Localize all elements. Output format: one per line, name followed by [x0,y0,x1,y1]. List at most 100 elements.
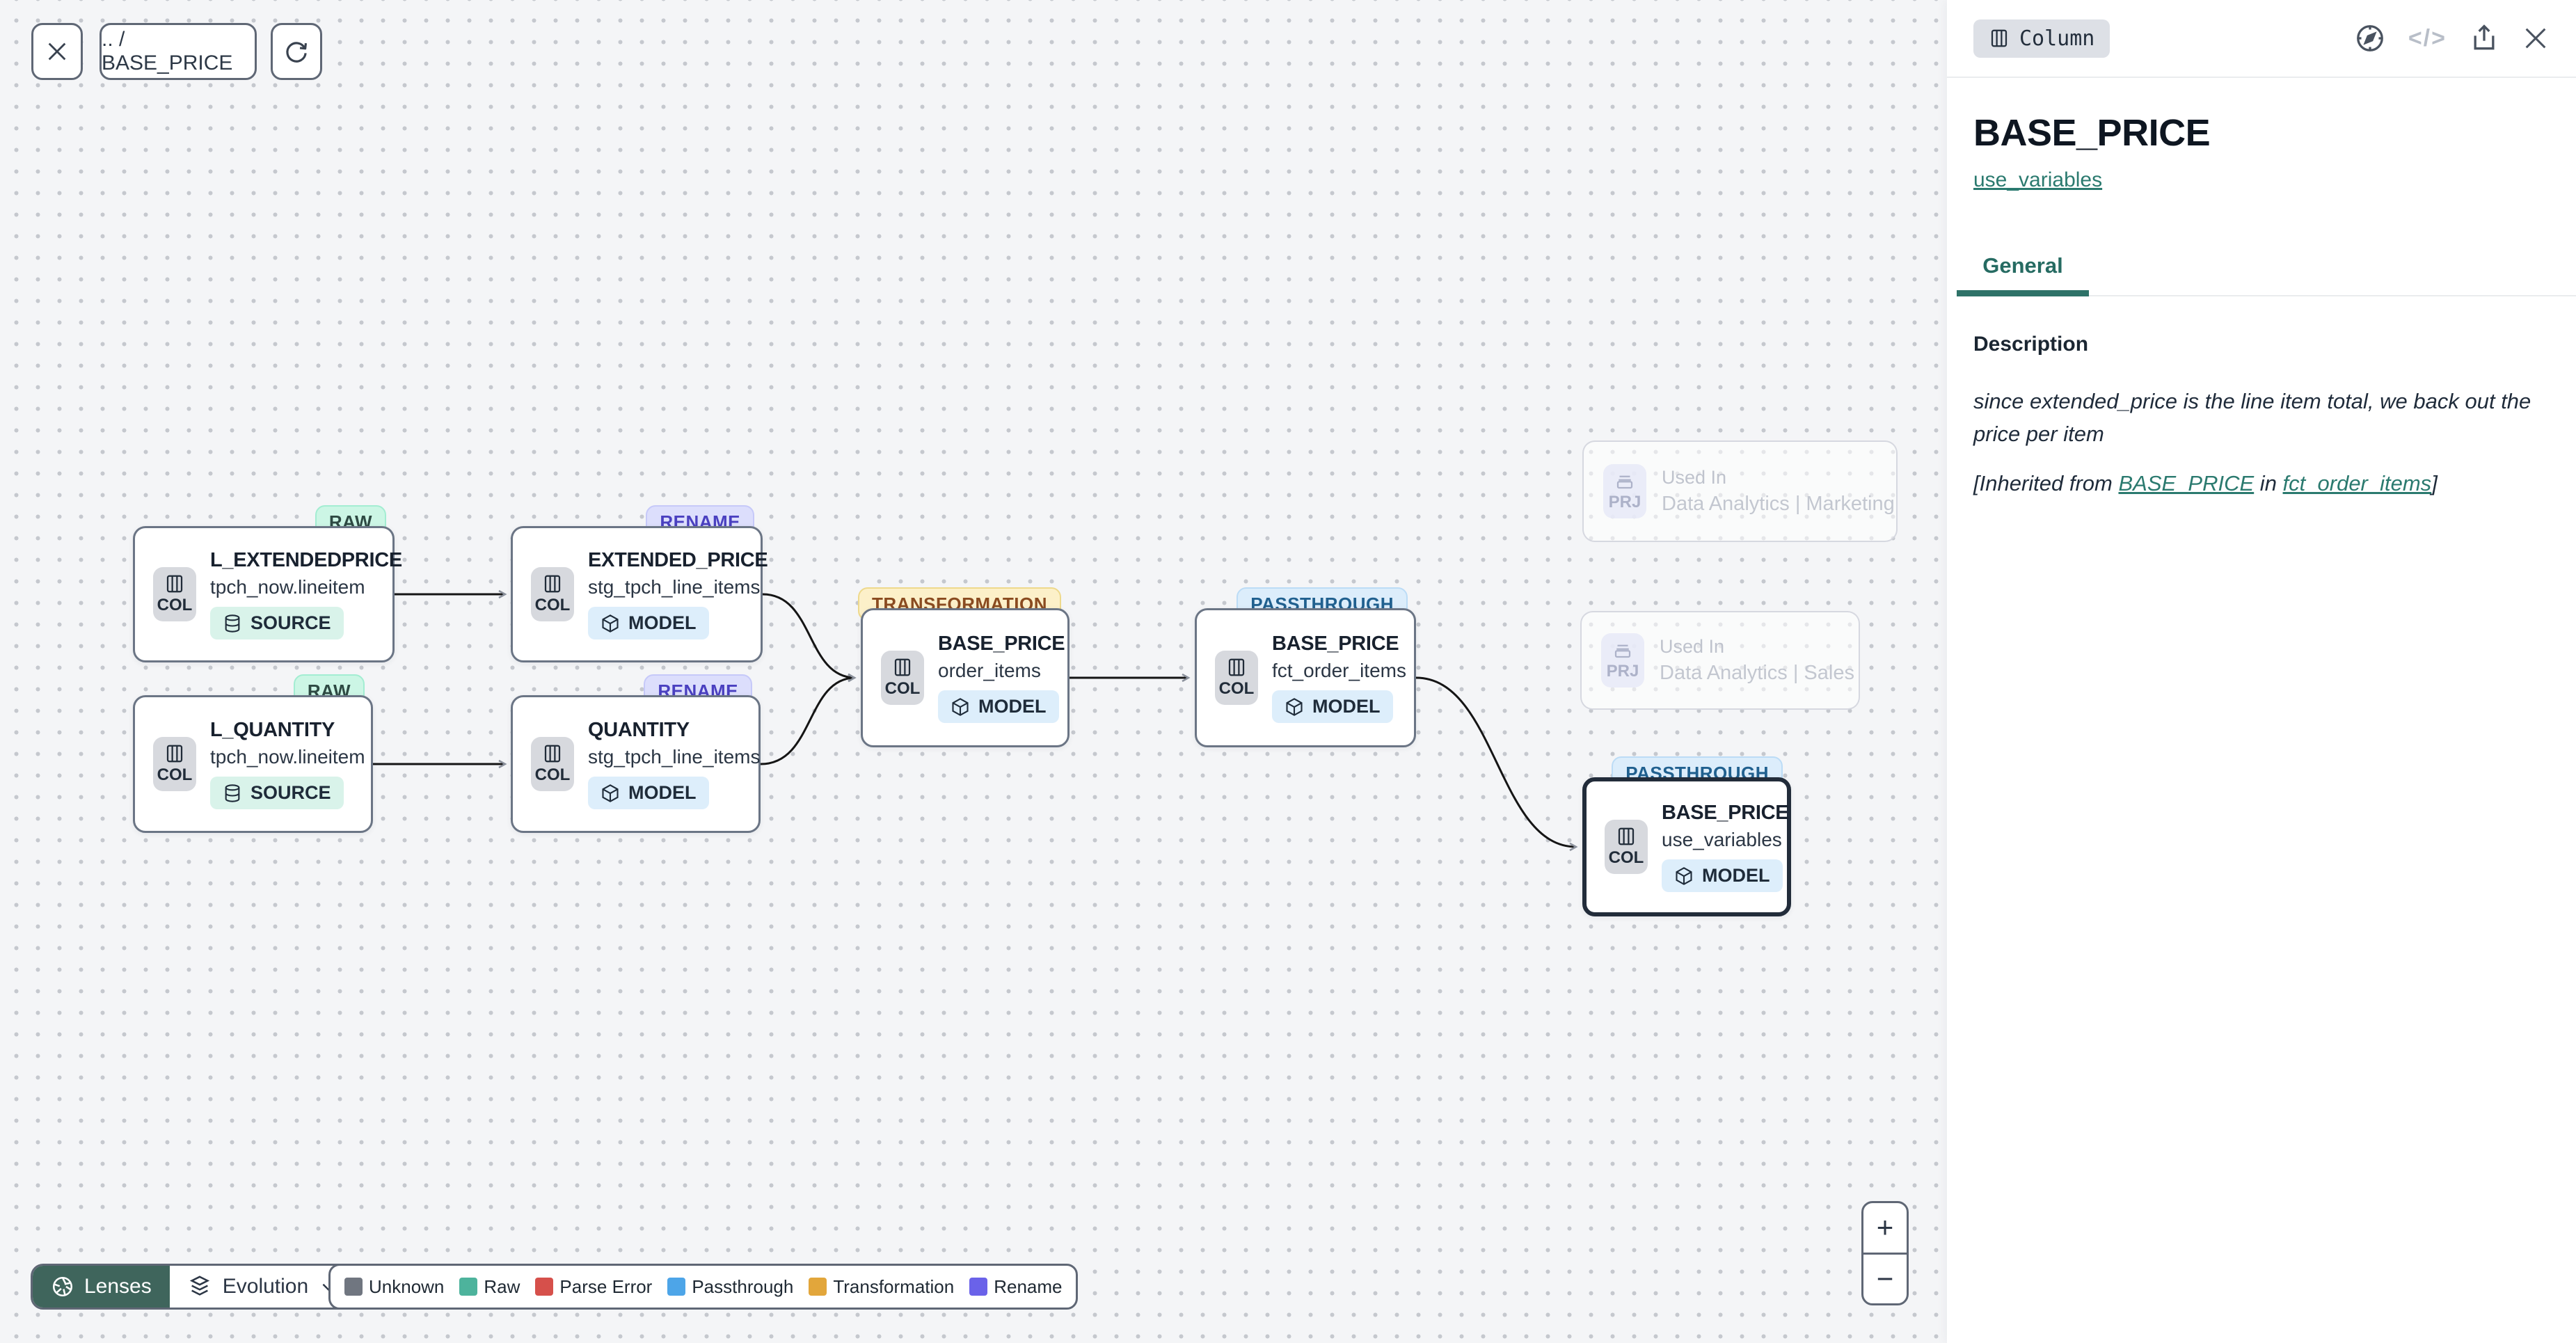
column-icon [166,745,183,763]
legend-swatch [344,1278,363,1296]
node-title: L_EXTENDEDPRICE [210,549,402,571]
description-body: since extended_price is the line item to… [1973,389,2531,446]
close-icon [2525,28,2546,49]
legend-swatch [535,1278,554,1296]
node-base-price-use-variables: PASSTHROUGH COL BASE_PRICE use_variables… [1582,756,1791,916]
column-icon [544,745,561,763]
column-icon [894,658,911,676]
used-in-title: Data Analytics | Marketing [1662,493,1895,515]
database-icon [225,784,240,802]
node-card[interactable]: COL L_EXTENDEDPRICE tpch_now.lineitem SO… [133,526,402,662]
lineage-canvas[interactable]: .. / BASE_PRICE RAW COL L_EXTENDEDPRICE … [0,0,1947,1343]
node-title: EXTENDED_PRICE [588,549,768,571]
column-kind-chip: COL [1215,651,1258,705]
inherited-model-link[interactable]: fct_order_items [2282,471,2432,495]
model-link[interactable]: use_variables [1973,168,2103,191]
entity-type-badge: Column [1973,19,2110,58]
legend-item: Unknown [344,1276,444,1298]
node-base-price-fct-order-items: PASSTHROUGH COL BASE_PRICE fct_order_ite… [1195,587,1416,747]
node-l-extendedprice: RAW COL L_EXTENDEDPRICE tpch_now.lineite… [133,505,402,662]
column-icon [544,575,561,593]
refresh-icon [283,38,310,65]
breadcrumb[interactable]: .. / BASE_PRICE [100,23,257,80]
lens-dropdown[interactable]: Evolution [169,1266,356,1308]
detail-panel: Column </> BASE_PRICE use_variables Gene… [1947,0,2576,1343]
column-icon [166,575,183,593]
column-icon [1228,658,1245,676]
used-in-title: Data Analytics | Sales [1660,662,1854,684]
compass-icon [2356,25,2383,51]
lenses-label: Lenses [84,1275,152,1298]
project-icon [1614,644,1631,658]
project-kind-chip: PRJ [1601,633,1644,688]
column-kind-chip: COL [1605,820,1648,874]
model-chip: MODEL [1272,690,1393,723]
share-icon [2474,24,2495,50]
cube-icon [952,697,969,716]
node-quantity: RENAME COL QUANTITY stg_tpch_line_items … [511,674,761,833]
tab-general[interactable]: General [1957,253,2089,296]
column-kind-chip: COL [531,737,574,791]
model-chip: MODEL [588,777,709,809]
column-kind-chip: COL [153,567,196,621]
lenses-button[interactable]: Lenses [33,1266,170,1308]
zoom-out-button[interactable]: − [1876,1262,1894,1295]
column-kind-chip: COL [153,737,196,791]
lens-legend: Unknown Raw Parse Error Passthrough Tran… [328,1264,1079,1310]
cube-icon [1676,866,1692,885]
inherited-column-link[interactable]: BASE_PRICE [2118,471,2255,495]
node-card[interactable]: COL EXTENDED_PRICE stg_tpch_line_items M… [511,526,768,662]
compass-button[interactable] [2354,22,2386,54]
aperture-icon [52,1276,73,1297]
model-chip: MODEL [938,690,1059,723]
refresh-button[interactable] [271,23,322,80]
node-subtitle: stg_tpch_line_items [588,746,761,768]
layers-icon [189,1276,209,1296]
lineage-edges [373,589,1578,852]
used-in-label: Used In [1662,467,1727,488]
panel-header: Column </> [1947,0,2576,78]
node-card[interactable]: COL BASE_PRICE fct_order_items MODEL [1195,608,1416,747]
node-subtitle: tpch_now.lineitem [210,746,365,768]
legend-item: Passthrough [667,1276,793,1298]
cube-icon [1286,697,1303,716]
node-card-selected[interactable]: COL BASE_PRICE use_variables MODEL [1582,777,1791,916]
used-in-label: Used In [1660,636,1725,657]
source-chip: SOURCE [210,607,344,639]
node-base-price-order-items: TRANSFORMATION COL BASE_PRICE order_item… [857,587,1070,747]
node-subtitle: use_variables [1662,829,1782,850]
legend-item: Transformation [809,1276,954,1298]
close-icon [45,40,69,63]
node-title: BASE_PRICE [1272,633,1399,655]
legend-swatch [459,1278,478,1296]
legend-item: Parse Error [535,1276,652,1298]
panel-title: BASE_PRICE [1973,112,2211,154]
project-icon [1616,475,1633,489]
node-card[interactable]: COL BASE_PRICE order_items MODEL [861,608,1070,747]
inherited-note: [Inherited from BASE_PRICE in fct_order_… [1973,471,2438,495]
close-lineage-button[interactable] [31,23,83,80]
ghost-node-sales[interactable]: PRJ Used In Data Analytics | Sales [1580,611,1860,710]
code-view-button[interactable]: </> [2408,24,2447,51]
column-icon [1991,29,2007,47]
node-subtitle: stg_tpch_line_items [588,576,761,598]
source-chip: SOURCE [210,777,344,809]
lens-value: Evolution [222,1275,309,1298]
node-card[interactable]: COL QUANTITY stg_tpch_line_items MODEL [511,695,761,833]
cube-icon [602,784,619,802]
model-chip: MODEL [588,607,709,639]
lens-bar: Lenses Evolution [31,1264,358,1310]
ghost-node-marketing[interactable]: PRJ Used In Data Analytics | Marketing [1582,440,1898,542]
zoom-in-button[interactable]: + [1863,1203,1907,1255]
node-subtitle: tpch_now.lineitem [210,576,365,598]
share-button[interactable] [2469,23,2499,54]
project-kind-chip: PRJ [1603,464,1646,518]
node-title: L_QUANTITY [210,719,335,741]
tabs: General [1957,253,2576,296]
close-panel-button[interactable] [2522,24,2550,52]
node-l-quantity: RAW COL L_QUANTITY tpch_now.lineitem SOU… [133,674,373,833]
node-subtitle: order_items [938,660,1041,681]
node-title: BASE_PRICE [1662,802,1789,824]
legend-swatch [809,1278,827,1296]
node-card[interactable]: COL L_QUANTITY tpch_now.lineitem SOURCE [133,695,373,833]
